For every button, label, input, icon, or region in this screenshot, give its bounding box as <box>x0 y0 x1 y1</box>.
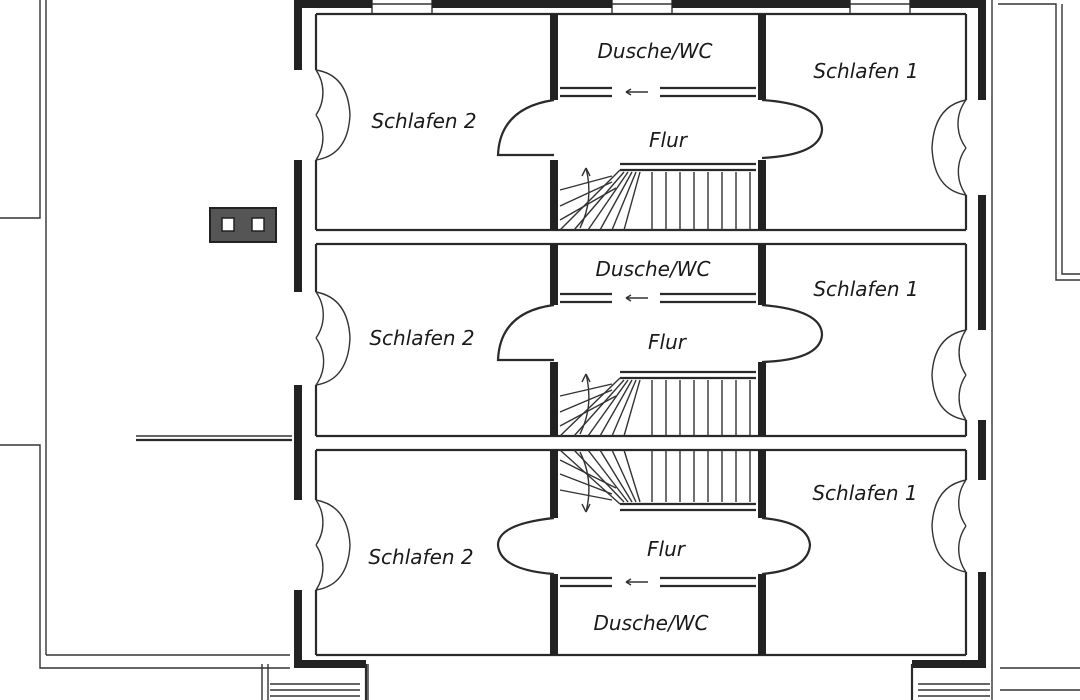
outer-walls <box>294 0 986 700</box>
room-label-hall: Flur <box>649 128 689 152</box>
room-label-bedroom-right: Schlafen 1 <box>812 481 917 505</box>
stairs <box>559 162 756 513</box>
room-label-hall: Flur <box>648 330 688 354</box>
chimney-icon <box>209 207 277 243</box>
room-label-bathroom: Dusche/WC <box>598 39 713 63</box>
doors <box>315 69 967 591</box>
room-label-bedroom-left: Schlafen 2 <box>369 326 474 350</box>
room-label-bedroom-left: Schlafen 2 <box>371 109 476 133</box>
room-label-hall: Flur <box>647 537 687 561</box>
room-label-bedroom-right: Schlafen 1 <box>813 277 918 301</box>
room-label-bathroom: Dusche/WC <box>596 257 711 281</box>
room-labels: Schlafen 2 Dusche/WC Schlafen 1 Flur Sch… <box>368 39 918 635</box>
inner-walls <box>314 12 968 657</box>
room-label-bathroom: Dusche/WC <box>594 611 709 635</box>
room-label-bedroom-left: Schlafen 2 <box>368 545 473 569</box>
room-label-bedroom-right: Schlafen 1 <box>813 59 918 83</box>
